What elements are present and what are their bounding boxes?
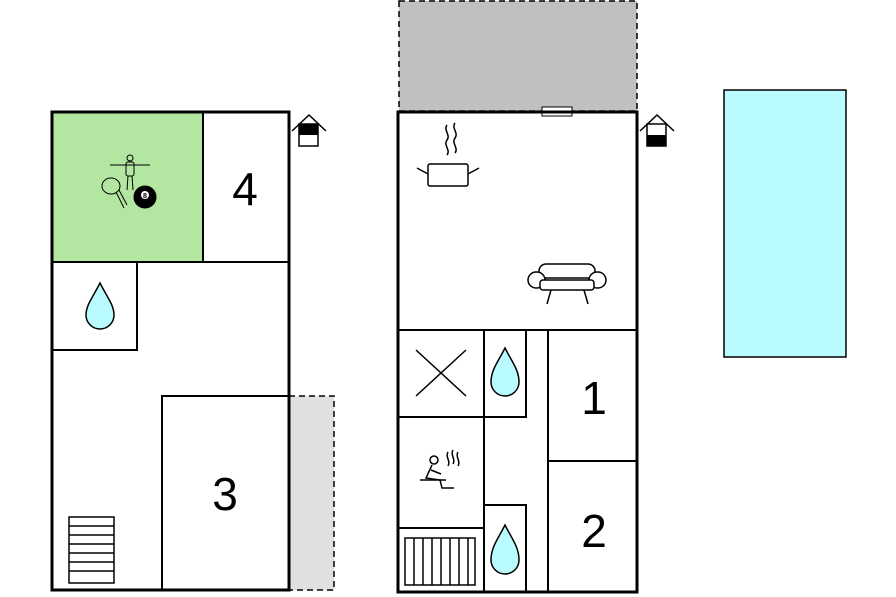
room-label-3: 3 <box>212 468 238 520</box>
terrace-area <box>398 0 638 112</box>
cooking-pot-icon <box>416 122 480 187</box>
game-room <box>53 113 203 262</box>
room-label-1: 1 <box>581 372 607 424</box>
radiator-icon <box>404 537 476 586</box>
water-drop-icon <box>490 523 520 575</box>
sofa-icon <box>527 263 607 305</box>
water-drop-icon <box>85 281 115 330</box>
stairs-icon <box>68 516 115 584</box>
balcony-area <box>288 395 335 591</box>
house-entrance-icon <box>639 113 675 147</box>
billiard-ball-number: 8 <box>143 193 147 200</box>
swimming-pool <box>723 89 847 358</box>
table-tennis-foosball-billiards-icon <box>101 154 157 209</box>
house-entrance-icon <box>291 113 327 147</box>
left-floor-outline <box>50 110 291 592</box>
x-mark-icon <box>415 349 467 397</box>
room-label-4: 4 <box>232 163 258 215</box>
water-drop-icon <box>490 346 520 397</box>
right-floor: 1 2 <box>396 0 675 594</box>
right-floor-outline <box>396 110 639 594</box>
sauna-icon <box>420 449 460 489</box>
room-label-2: 2 <box>581 505 607 557</box>
left-floor: 4 3 8 <box>50 110 335 592</box>
